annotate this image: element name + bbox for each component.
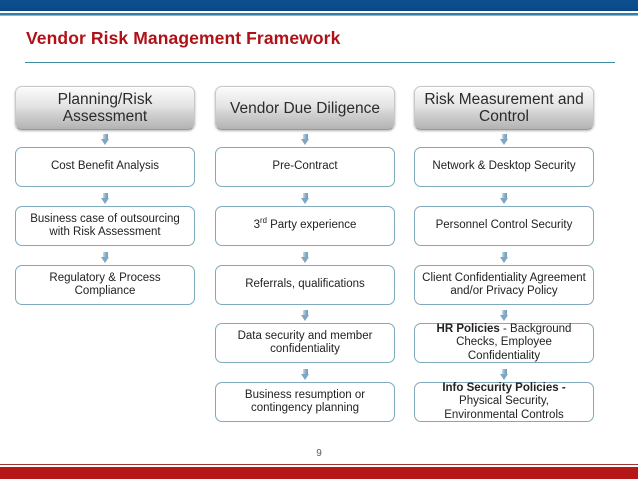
connector-arrow-down-icon: [500, 310, 509, 321]
bottom-decorative-bar: [0, 467, 638, 479]
process-box-label: Pre-Contract: [272, 160, 338, 173]
column-header-label: Planning/Risk Assessment: [57, 91, 153, 125]
title-divider: [25, 62, 615, 63]
connector-arrow-down-icon: [101, 193, 110, 204]
process-box[interactable]: Personnel Control Security: [414, 206, 594, 246]
connector-arrow-down-icon: [500, 134, 509, 145]
connector-arrow-down-icon: [500, 193, 509, 204]
top-decorative-bar: [0, 0, 638, 11]
top-bar-gap: [0, 11, 638, 13]
process-box-label: Referrals, qualifications: [245, 278, 365, 291]
process-box-label: Business resumption or contingency plann…: [244, 388, 366, 415]
process-box-label: HR Policies - Background Checks, Employe…: [436, 322, 572, 362]
bottom-bar-gap: [0, 465, 638, 467]
process-box[interactable]: Business resumption or contingency plann…: [215, 382, 395, 422]
connector-arrow-down-icon: [301, 369, 310, 380]
page-title: Vendor Risk Management Framework: [26, 28, 341, 48]
process-box[interactable]: Pre-Contract: [215, 147, 395, 187]
connector-arrow-down-icon: [500, 252, 509, 263]
process-box-label: Network & Desktop Security: [432, 160, 576, 173]
process-box[interactable]: Regulatory & Process Compliance: [15, 265, 195, 305]
process-box[interactable]: Cost Benefit Analysis: [15, 147, 195, 187]
column-header-planning-risk-assessment[interactable]: Planning/Risk Assessment: [15, 86, 195, 130]
process-box-label: Cost Benefit Analysis: [50, 160, 160, 173]
connector-arrow-down-icon: [101, 252, 110, 263]
process-box[interactable]: Referrals, qualifications: [215, 265, 395, 305]
process-box[interactable]: Data security and member confidentiality: [215, 323, 395, 363]
column-header-label: Vendor Due Diligence: [230, 99, 380, 117]
top-accent-line-light: [0, 15, 638, 16]
connector-arrow-down-icon: [500, 369, 509, 380]
top-bar-gradient: [0, 0, 638, 11]
process-box-label: Data security and member confidentiality: [237, 329, 373, 356]
bottom-divider: [0, 464, 638, 465]
process-box-label: 3rd Party experience: [253, 216, 357, 232]
connector-arrow-down-icon: [301, 134, 310, 145]
process-box[interactable]: Business case of outsourcing with Risk A…: [15, 206, 195, 246]
process-box-label: Client Confidentiality Agreement and/or …: [422, 271, 586, 298]
page-number: 9: [316, 448, 322, 459]
top-accent-line-teal: [0, 13, 638, 15]
process-box-label: Info Security Policies - Physical Securi…: [442, 381, 566, 421]
process-box[interactable]: 3rd Party experience: [215, 206, 395, 246]
connector-arrow-down-icon: [301, 252, 310, 263]
column-header-risk-measurement-and-control[interactable]: Risk Measurement and Control: [414, 86, 594, 130]
process-box[interactable]: Network & Desktop Security: [414, 147, 594, 187]
process-box-label: Regulatory & Process Compliance: [49, 271, 161, 298]
connector-arrow-down-icon: [301, 193, 310, 204]
column-header-vendor-due-diligence[interactable]: Vendor Due Diligence: [215, 86, 395, 130]
process-box[interactable]: HR Policies - Background Checks, Employe…: [414, 323, 594, 363]
column-header-label: Risk Measurement and Control: [424, 91, 584, 125]
process-box[interactable]: Client Confidentiality Agreement and/or …: [414, 265, 594, 305]
process-box-label: Business case of outsourcing with Risk A…: [30, 212, 180, 239]
process-box[interactable]: Info Security Policies - Physical Securi…: [414, 382, 594, 422]
connector-arrow-down-icon: [301, 310, 310, 321]
process-box-label: Personnel Control Security: [435, 219, 573, 232]
connector-arrow-down-icon: [101, 134, 110, 145]
